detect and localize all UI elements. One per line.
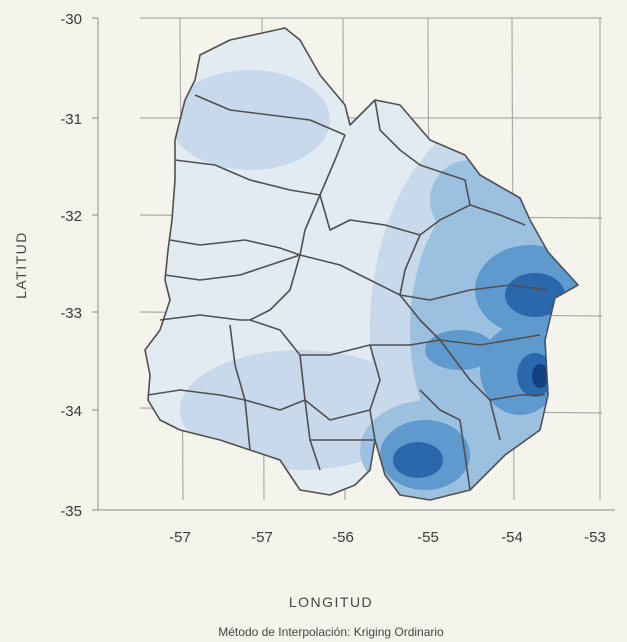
country-outline	[144, 27, 579, 501]
department-border	[419, 204, 526, 236]
interpolation-surface	[145, 28, 578, 500]
department-border	[439, 339, 501, 441]
department-border	[369, 344, 381, 441]
department-border	[174, 159, 321, 196]
department-border	[299, 354, 321, 471]
y-tick-label: -30	[60, 11, 82, 28]
department-border	[229, 324, 251, 451]
surface-band	[170, 70, 330, 170]
department-border	[299, 254, 401, 296]
department-border	[159, 314, 250, 321]
department-border	[164, 254, 301, 281]
department-border	[304, 399, 371, 421]
department-border	[374, 99, 471, 206]
department-border	[147, 389, 246, 401]
department-border	[249, 319, 441, 356]
x-tick-label: -54	[501, 529, 523, 546]
y-tick-label: -33	[60, 305, 82, 322]
department-border	[249, 194, 321, 321]
x-tick-label: -56	[332, 529, 354, 546]
method-caption: Método de Interpolación: Kriging Ordinar…	[218, 625, 444, 639]
department-border	[319, 134, 421, 236]
department-border	[399, 234, 549, 301]
department-borders	[144, 27, 579, 501]
x-tick-labels: -57 -57 -56 -55 -54 -53	[169, 529, 606, 546]
x-axis-title: LONGITUD	[289, 594, 373, 610]
y-tick-label: -34	[60, 403, 82, 420]
y-tick-label: -32	[60, 208, 82, 225]
surface-band	[532, 364, 548, 388]
x-tick-label: -53	[584, 529, 606, 546]
department-border	[169, 239, 301, 256]
y-tick-labels: -30 -31 -32 -33 -34 -35	[60, 11, 82, 520]
surface-band	[393, 442, 443, 478]
y-tick-label: -35	[60, 503, 82, 520]
x-tick-label: -57	[251, 529, 273, 546]
axes	[92, 17, 615, 511]
surface-band	[505, 273, 565, 317]
department-border	[194, 94, 346, 136]
department-border	[489, 394, 545, 401]
department-border	[419, 389, 471, 491]
x-tick-label: -55	[417, 529, 439, 546]
x-tick-label: -57	[169, 529, 191, 546]
y-tick-label: -31	[60, 111, 82, 128]
y-axis-title: LATITUD	[13, 231, 29, 299]
department-border	[244, 399, 306, 411]
